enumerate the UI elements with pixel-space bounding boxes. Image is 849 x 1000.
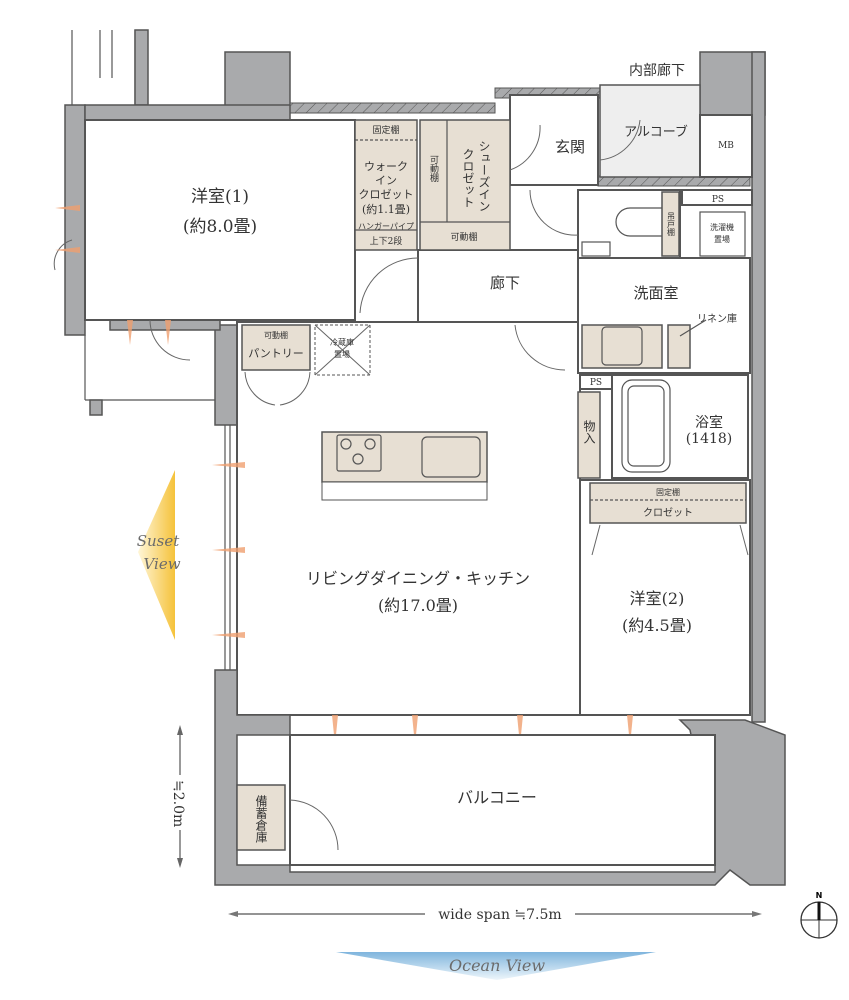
- shoe-closet-label-2: クロゼット: [461, 148, 475, 208]
- compass-icon: N: [800, 891, 838, 939]
- storage-label: 物入: [582, 420, 596, 444]
- sunset-view-label-2: View: [143, 555, 180, 573]
- sink-icon: [421, 436, 481, 478]
- fridge-label-2: 置場: [334, 349, 350, 359]
- corridor: [417, 249, 579, 323]
- wide-span-dimension: [228, 911, 762, 917]
- wic-label-3: クロゼット: [359, 188, 414, 201]
- bathroom: [611, 374, 749, 479]
- wic-tiers-label: 上下2段: [370, 235, 403, 247]
- washing-machine-label-1: 洗濯機: [710, 222, 734, 232]
- washroom-label: 洗面室: [633, 284, 678, 302]
- vanity: [581, 324, 663, 369]
- ps-bath: [579, 374, 613, 390]
- shoe-closet-shelf-vertical: 可動棚: [428, 155, 439, 183]
- western-room-1: [84, 119, 356, 321]
- bathroom-size: (1418): [686, 431, 733, 447]
- wic-fixed-shelf-label: 固定棚: [372, 124, 399, 136]
- sunset-view-label: Suset: [137, 532, 181, 550]
- alcove-label: アルコーブ: [624, 124, 688, 140]
- mb: [699, 114, 753, 178]
- western-room-2-label: 洋室(2): [630, 589, 685, 608]
- western-room-1-label: 洋室(1): [191, 187, 249, 207]
- western-room-1-size: (約8.0畳): [183, 217, 257, 237]
- fridge-label-1: 冷蔵庫: [330, 337, 354, 347]
- window-arrows: [55, 205, 633, 745]
- shoe-closet-label-1: シューズイン: [477, 140, 491, 212]
- exterior-structure: [64, 29, 766, 723]
- walk-in-closet: [354, 119, 418, 251]
- stove-icon: [336, 434, 382, 472]
- doors: [53, 119, 749, 556]
- storage: [577, 391, 601, 479]
- linen-storage: [667, 324, 691, 369]
- shoe-closet: [419, 119, 511, 251]
- ps-top-label: PS: [712, 195, 724, 205]
- wic-label-2: イン: [375, 174, 397, 187]
- hanging-cabinet: [661, 191, 680, 257]
- emergency-storage-label: 備蓄倉庫: [254, 794, 268, 844]
- mb-label: MB: [718, 141, 734, 151]
- ps-top: [681, 189, 753, 206]
- closet-2-label: クロゼット: [643, 507, 693, 519]
- wic-label-1: ウォーク: [364, 160, 408, 173]
- entrance: [509, 94, 599, 186]
- ocean-view-indicator: Ocean View: [336, 952, 656, 980]
- balcony-depth-dimension: [177, 725, 183, 868]
- bathroom-label: 浴室: [695, 414, 723, 431]
- entrance-label: 玄関: [555, 138, 585, 156]
- ps-bath-label: PS: [590, 378, 602, 388]
- fridge-space: [314, 324, 371, 376]
- ldk-size: (約17.0畳): [378, 596, 458, 615]
- ocean-view-label: Ocean View: [449, 956, 545, 975]
- pantry: [241, 324, 311, 371]
- closet-2-shelf-label: 固定棚: [656, 487, 680, 497]
- corridor-label: 廊下: [490, 274, 520, 292]
- pantry-shelf-label: 可動棚: [264, 330, 288, 340]
- balcony: [214, 669, 786, 886]
- wide-span-label: wide span ≒7.5m: [438, 907, 561, 923]
- wic-size: (約1.1畳): [362, 202, 410, 216]
- bathtub-icon: [621, 379, 671, 473]
- pantry-label: パントリー: [248, 347, 304, 360]
- washing-machine-label-2: 置場: [714, 234, 730, 244]
- ldk: [236, 321, 581, 716]
- emergency-storage: [236, 784, 286, 851]
- balcony-depth-label: ≒2.0m: [170, 780, 186, 827]
- ldk-label: リビングダイニング・キッチン: [306, 569, 530, 588]
- linen-label: リネン庫: [697, 312, 737, 325]
- compass-north-label: N: [816, 891, 823, 900]
- washing-machine-area: [699, 211, 746, 257]
- alcove: [599, 84, 701, 178]
- closet-2: [589, 482, 747, 524]
- inner-corridor-label: 内部廊下: [629, 62, 685, 79]
- western-room-2-size: (約4.5畳): [622, 616, 692, 635]
- hanging-cabinet-label: 吊戸棚: [667, 212, 676, 237]
- shoe-closet-shelf-label: 可動棚: [450, 231, 477, 243]
- balcony-label: バルコニー: [457, 788, 537, 807]
- toilet-icon: [615, 207, 662, 237]
- wic-hanger-label: ハンガーパイプ: [358, 221, 414, 231]
- sunset-view-indicator: Suset View: [137, 470, 181, 640]
